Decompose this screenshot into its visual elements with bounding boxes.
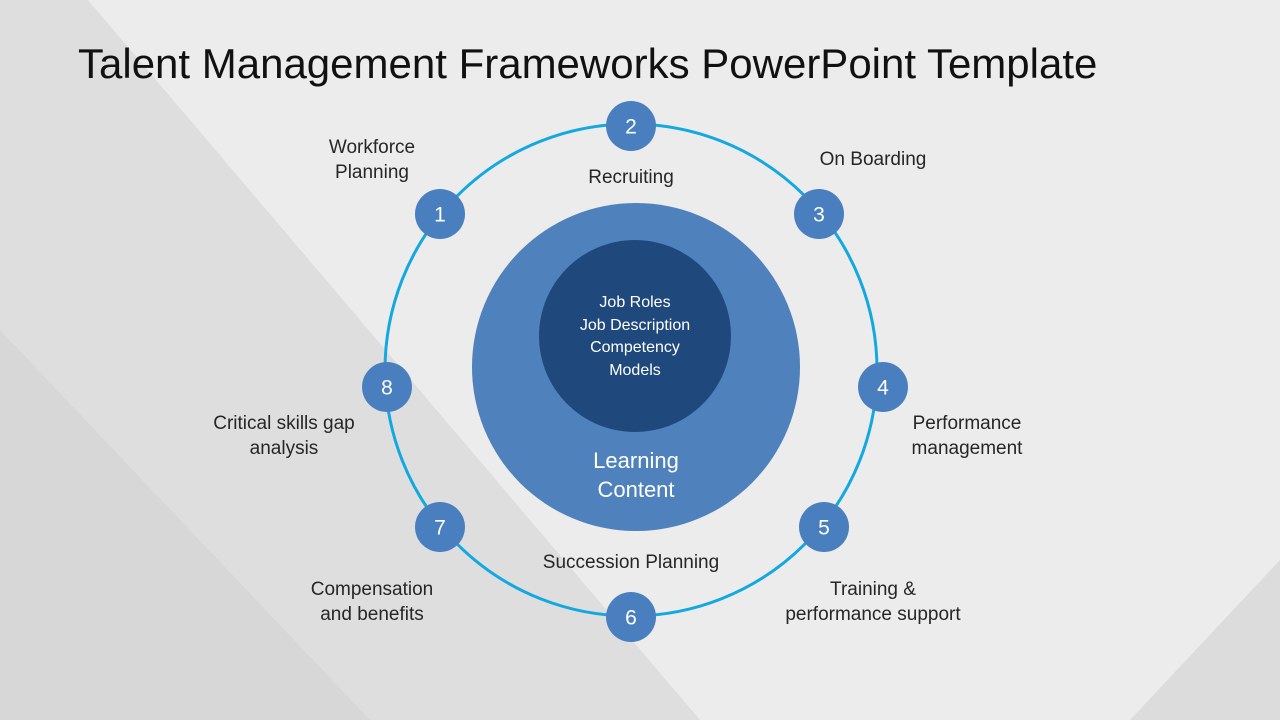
step-node-circle bbox=[858, 362, 908, 412]
step-number: 6 bbox=[625, 607, 637, 630]
core-outer-line: Content bbox=[597, 477, 675, 502]
step-node-6: 6 bbox=[606, 592, 656, 642]
step-label-7: Compensation and benefits bbox=[311, 577, 434, 627]
step-number: 8 bbox=[381, 377, 393, 400]
step-node-circle bbox=[799, 502, 849, 552]
step-number: 4 bbox=[877, 377, 889, 400]
step-label-line: Recruiting bbox=[588, 167, 674, 188]
core-inner-circle bbox=[539, 240, 731, 432]
step-label-line: and benefits bbox=[320, 604, 424, 625]
step-label-line: management bbox=[911, 438, 1023, 459]
step-label-line: Workforce bbox=[328, 137, 416, 158]
step-label-line: Critical skills gap bbox=[213, 413, 355, 434]
step-number: 1 bbox=[434, 204, 446, 227]
step-label-line: Succession Planning bbox=[542, 552, 720, 573]
step-label-8: Critical skills gap analysis bbox=[213, 411, 354, 461]
step-label-line: Training & bbox=[830, 579, 916, 600]
step-node-8: 8 bbox=[362, 362, 412, 412]
core-inner-line: Job Description bbox=[579, 316, 691, 334]
core-outer-text: Learning Content bbox=[556, 446, 716, 504]
step-number: 7 bbox=[434, 517, 446, 540]
step-node-circle bbox=[362, 362, 412, 412]
core-inner-line: Models bbox=[609, 361, 661, 379]
slide-title: Talent Management Frameworks PowerPoint … bbox=[78, 40, 1098, 87]
step-node-circle bbox=[794, 189, 844, 239]
step-label-2: Recruiting bbox=[588, 165, 674, 190]
step-node-5: 5 bbox=[799, 502, 849, 552]
step-node-circle bbox=[606, 101, 656, 151]
step-label-5: Training & performance support bbox=[785, 577, 960, 627]
core-inner-text: Job Roles Job Description Competency Mod… bbox=[555, 292, 715, 382]
step-label-line: Planning bbox=[335, 162, 409, 183]
step-label-4: Performance management bbox=[912, 411, 1023, 461]
step-node-3: 3 bbox=[794, 189, 844, 239]
step-node-7: 7 bbox=[415, 502, 465, 552]
step-label-line: Compensation bbox=[310, 579, 434, 600]
step-nodes: 1 2 3 4 5 6 7 8 bbox=[362, 101, 908, 642]
core-inner-line: Competency bbox=[590, 339, 680, 356]
step-node-1: 1 bbox=[415, 189, 465, 239]
step-number: 3 bbox=[813, 204, 825, 227]
step-node-2: 2 bbox=[606, 101, 656, 151]
step-number: 2 bbox=[625, 116, 637, 139]
step-label-1: Workforce Planning bbox=[329, 135, 415, 185]
step-number: 5 bbox=[818, 517, 830, 540]
core-outer-line: Learning bbox=[593, 448, 679, 473]
step-node-4: 4 bbox=[858, 362, 908, 412]
core-inner-line: Job Roles bbox=[599, 294, 671, 311]
step-label-line: On Boarding bbox=[819, 149, 927, 170]
step-label-6: Succession Planning bbox=[543, 550, 719, 575]
step-label-line: Performance bbox=[912, 413, 1022, 434]
step-label-line: analysis bbox=[249, 438, 319, 459]
step-label-3: On Boarding bbox=[820, 147, 927, 172]
step-node-circle bbox=[415, 189, 465, 239]
step-label-line: performance support bbox=[785, 604, 961, 625]
step-node-circle bbox=[606, 592, 656, 642]
step-node-circle bbox=[415, 502, 465, 552]
